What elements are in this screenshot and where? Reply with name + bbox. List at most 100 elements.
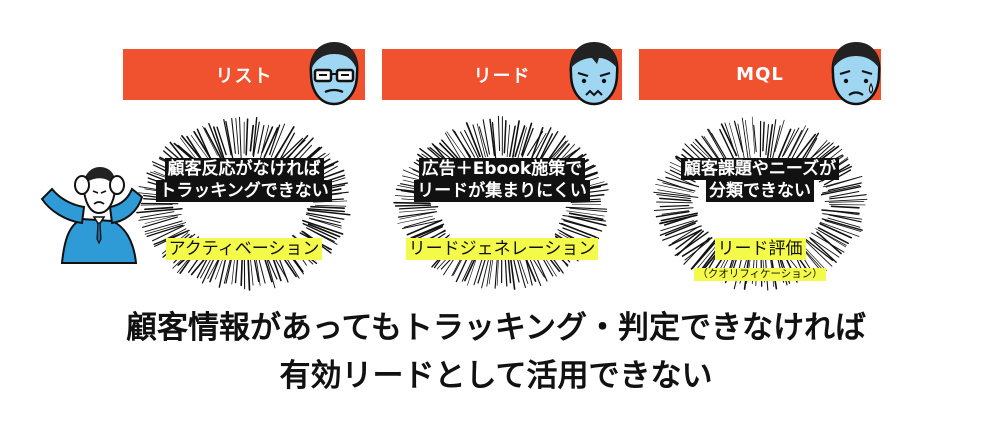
burst-line — [216, 126, 227, 156]
stage-label-lead: リード — [473, 65, 531, 87]
burst-line — [824, 198, 868, 202]
burst-line — [249, 256, 254, 286]
burst-line — [478, 126, 489, 157]
burst-line — [302, 219, 344, 235]
phase-label: リードジェネレーション — [405, 238, 599, 260]
burst-line — [397, 215, 434, 224]
burst-line — [138, 213, 182, 221]
burst-line — [257, 125, 265, 154]
burst-line — [146, 224, 184, 238]
burst-line — [655, 183, 695, 193]
burst-line — [263, 127, 279, 159]
burst-line — [816, 231, 842, 255]
burst-line — [769, 119, 777, 158]
burst-line — [825, 175, 863, 188]
burst-line — [560, 222, 600, 240]
burst-line — [741, 117, 749, 159]
burst-line — [771, 125, 781, 160]
burst-line — [403, 218, 435, 228]
burst-lines-list — [136, 116, 351, 291]
burst-line — [537, 133, 554, 164]
burst-line — [223, 119, 232, 156]
burst-line — [662, 225, 702, 241]
burst-line — [565, 206, 608, 210]
phase-label: リード評価 — [714, 238, 806, 260]
burst-line — [494, 254, 499, 289]
burst-line — [310, 218, 342, 229]
burst-line — [819, 221, 860, 237]
burst-line — [482, 119, 490, 155]
burst-line — [225, 120, 234, 159]
burst-line — [465, 122, 481, 158]
burst-line — [762, 121, 765, 152]
burst-line — [777, 128, 792, 159]
burst-line — [561, 218, 598, 230]
burst-line — [751, 116, 756, 154]
burst-line — [302, 222, 337, 240]
burst-line — [489, 118, 496, 157]
burst-line — [659, 220, 698, 236]
burst-line — [190, 135, 210, 161]
burst-line — [774, 119, 785, 153]
burst-line — [656, 201, 693, 204]
burst-line — [157, 228, 187, 244]
burst-line — [675, 229, 703, 250]
conclusion-line-2: 有効リードとして活用できない — [279, 358, 713, 394]
burst-line — [660, 220, 694, 232]
burst-line — [828, 201, 865, 203]
burst-line — [671, 225, 700, 244]
burst-line — [724, 122, 737, 157]
burst-line — [766, 124, 774, 159]
burst-line — [782, 127, 800, 157]
issue-line: 広告＋Ebook施策で — [418, 158, 586, 180]
burst-line — [144, 220, 183, 233]
burst-line — [660, 212, 698, 222]
burst-line — [728, 122, 740, 159]
burst-line — [829, 190, 860, 198]
burst-line — [819, 222, 853, 239]
burst-line — [530, 132, 547, 160]
issue-line: 顧客反応がなければ — [164, 158, 324, 180]
burst-line — [719, 128, 735, 161]
burst-line — [681, 236, 713, 257]
burst-line — [481, 256, 490, 289]
burst-line — [310, 205, 346, 210]
burst-line — [261, 126, 274, 154]
burst-line — [252, 121, 260, 158]
burst-line — [657, 189, 691, 196]
burst-line — [711, 132, 729, 163]
burst-line — [497, 115, 501, 152]
stressed-person-icon — [40, 167, 144, 264]
burst-line — [809, 236, 840, 258]
burst-line — [829, 194, 867, 200]
burst-line — [512, 120, 520, 158]
stage-label-list: リスト — [215, 65, 273, 87]
burst-line — [393, 201, 431, 205]
burst-line — [399, 209, 436, 213]
burst-line — [307, 223, 341, 238]
burst-line — [824, 209, 860, 216]
burst-line — [476, 123, 486, 158]
burst-line — [305, 227, 338, 245]
burst-line — [568, 212, 604, 221]
phase-tag-list: アクティベーション — [122, 238, 366, 260]
burst-line — [503, 120, 507, 154]
burst-line — [664, 222, 696, 237]
burst-line — [509, 125, 516, 158]
burst-line — [664, 171, 696, 187]
burst-line — [653, 207, 694, 211]
burst-line — [804, 238, 834, 262]
burst-line — [817, 227, 849, 245]
burst-line — [828, 214, 862, 223]
burst-line — [820, 185, 862, 196]
burst-line — [569, 207, 608, 213]
burst-line — [459, 131, 476, 158]
burst-line — [245, 118, 249, 156]
burst-line — [472, 124, 484, 160]
burst-line — [269, 124, 281, 156]
burst-line — [744, 119, 751, 158]
burst-line — [787, 129, 803, 160]
burst-line — [793, 133, 816, 163]
issue-line: トラッキングできない — [156, 180, 332, 202]
burst-lines-lead — [393, 115, 609, 290]
